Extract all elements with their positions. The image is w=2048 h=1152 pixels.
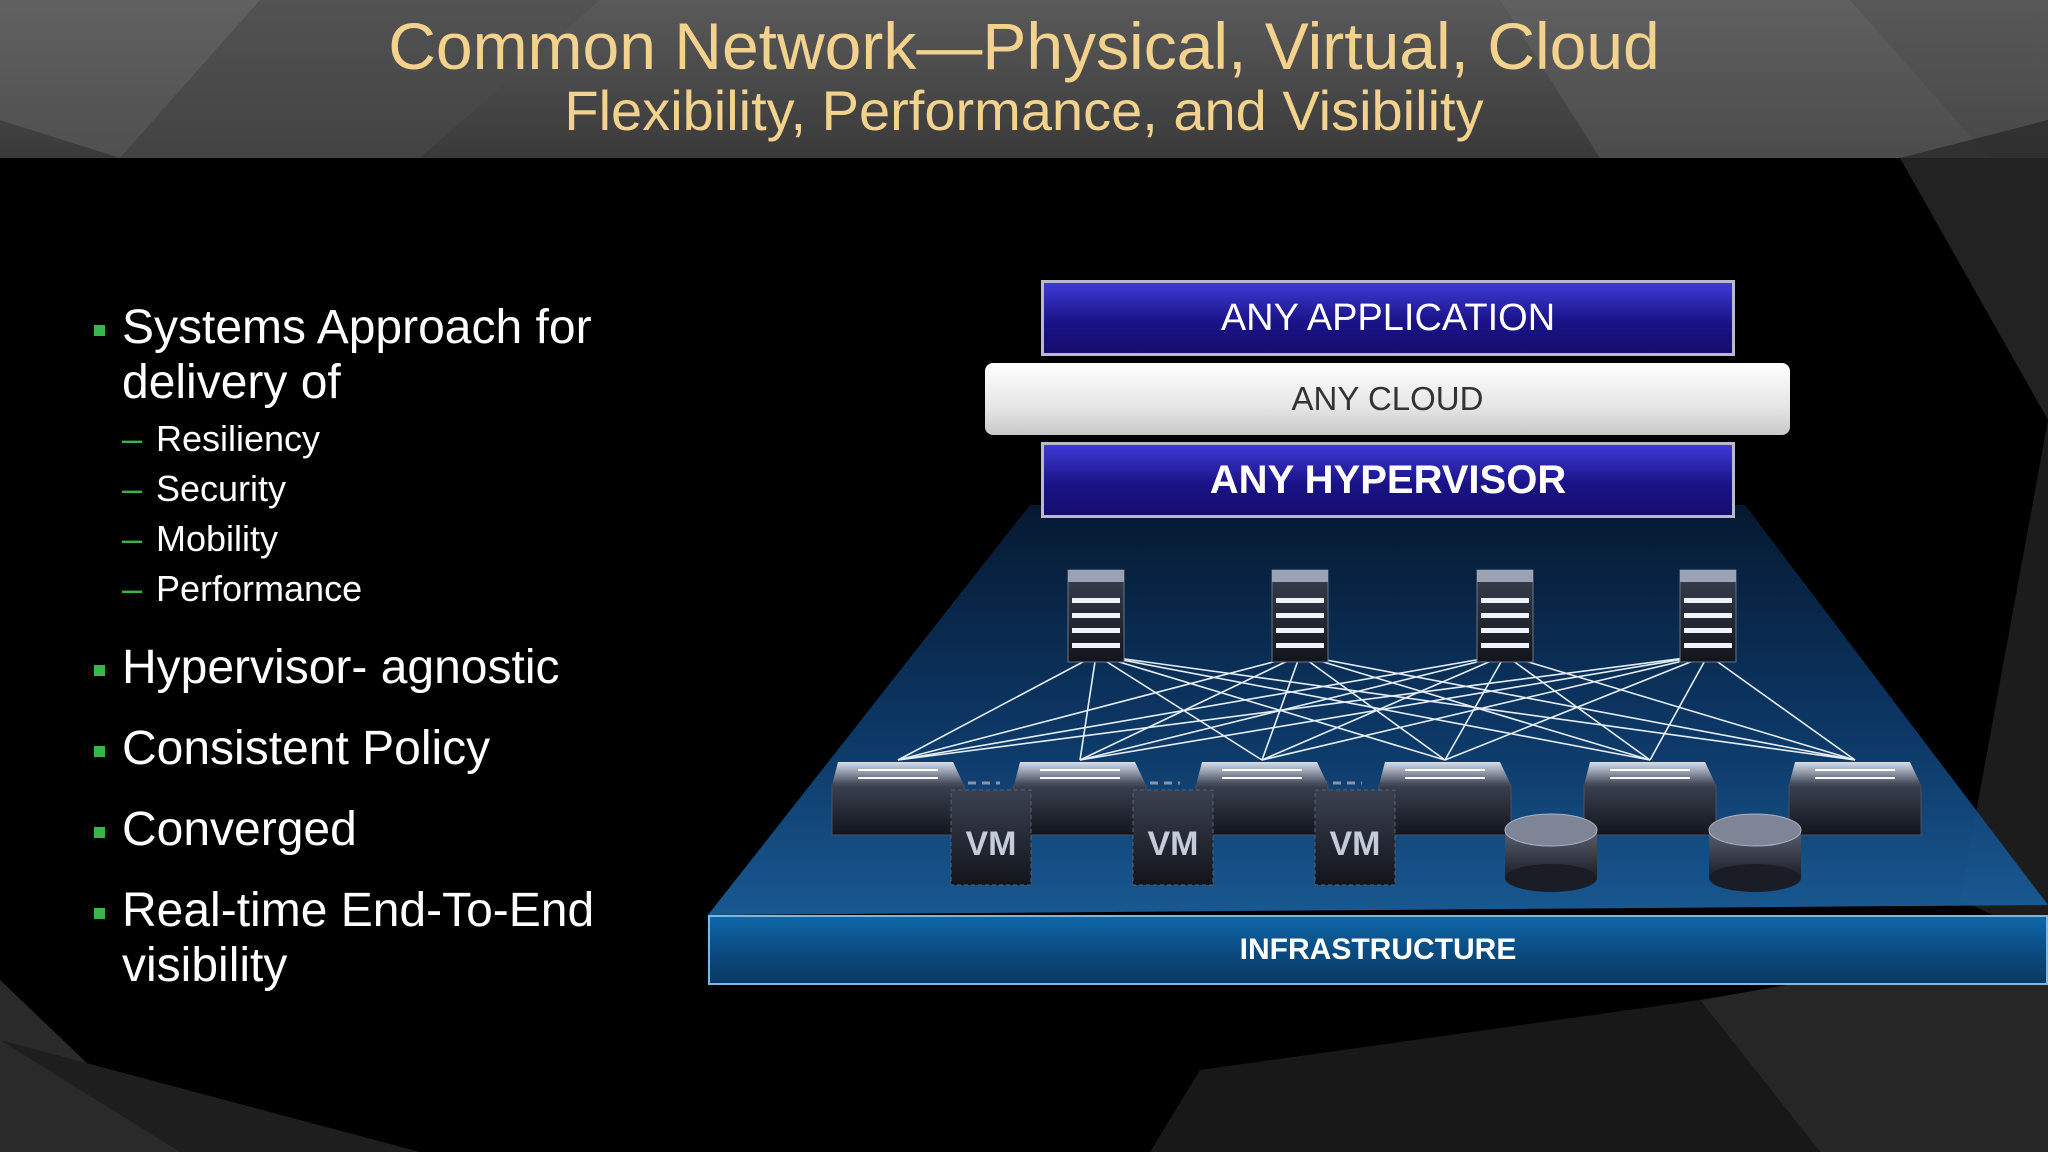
bullet-systems-approach: Systems Approach for delivery of (94, 300, 674, 410)
bullet-real-time-visibility: Real-time End-To-End visibility (94, 883, 674, 993)
leaf-switch-icon (1378, 762, 1512, 836)
storage-disk-icon (1504, 813, 1598, 892)
bullet-marker-icon (94, 908, 105, 919)
bullet-marker-icon (94, 325, 105, 336)
sub-bullet-text: Resiliency (156, 418, 321, 459)
leaf-switches: VM VM VM (831, 762, 1922, 892)
spine-switch-icon (1067, 569, 1125, 663)
bullet-converged: Converged (94, 802, 674, 857)
dash-icon: – (122, 468, 143, 509)
leaf-switch-icon (1583, 762, 1717, 836)
bullet-text: Real-time End-To-End visibility (122, 884, 595, 992)
layer-any-hypervisor: ANY HYPERVISOR (1041, 442, 1735, 518)
bullet-hypervisor-agnostic: Hypervisor- agnostic (94, 640, 674, 695)
sub-bullet-text: Security (156, 468, 287, 509)
storage-disk-icon (1708, 813, 1802, 892)
bullet-text: Consistent Policy (122, 722, 491, 775)
vm-icon: VM (1132, 789, 1214, 886)
sub-bullet-mobility: –Mobility (94, 514, 674, 564)
bullet-text: Converged (122, 803, 357, 856)
bullet-text: Hypervisor- agnostic (122, 641, 560, 694)
sub-bullet-resiliency: –Resiliency (94, 414, 674, 464)
vm-label: VM (966, 825, 1017, 863)
sub-bullet-text: Performance (156, 568, 363, 609)
dash-icon: – (122, 568, 143, 609)
layer-any-cloud: ANY CLOUD (985, 363, 1790, 435)
slide-title: Common Network—Physical, Virtual, Cloud (388, 9, 1660, 83)
spine-switch-icon (1476, 569, 1534, 663)
slide-header: Common Network—Physical, Virtual, Cloud … (0, 0, 2048, 158)
slide-subtitle: Flexibility, Performance, and Visibility (564, 79, 1484, 142)
dash-icon: – (122, 518, 143, 559)
bullet-marker-icon (94, 827, 105, 838)
spine-switch-icon (1679, 569, 1737, 663)
bullet-list: Systems Approach for delivery of –Resili… (94, 300, 674, 993)
sub-bullet-security: –Security (94, 464, 674, 514)
infrastructure-bar: INFRASTRUCTURE (708, 915, 2048, 985)
sub-bullet-text: Mobility (156, 518, 279, 559)
vm-label: VM (1148, 825, 1199, 863)
bullet-marker-icon (94, 665, 105, 676)
layer-any-application: ANY APPLICATION (1041, 280, 1735, 356)
bullet-marker-icon (94, 746, 105, 757)
spine-switch-icon (1271, 569, 1329, 663)
bullet-text: Systems Approach for delivery of (122, 301, 592, 409)
vm-icon: VM (1314, 789, 1396, 886)
leaf-switch-icon (1013, 762, 1147, 836)
bullet-consistent-policy: Consistent Policy (94, 721, 674, 776)
spine-switches (1067, 569, 1737, 663)
dash-icon: – (122, 418, 143, 459)
sub-bullet-performance: –Performance (94, 564, 674, 614)
vm-icon: VM (950, 789, 1032, 886)
leaf-switch-icon (831, 762, 965, 836)
leaf-switch-icon (1195, 762, 1329, 836)
vm-label: VM (1330, 825, 1381, 863)
leaf-switch-icon (1788, 762, 1922, 836)
fabric-links (897, 654, 1856, 761)
